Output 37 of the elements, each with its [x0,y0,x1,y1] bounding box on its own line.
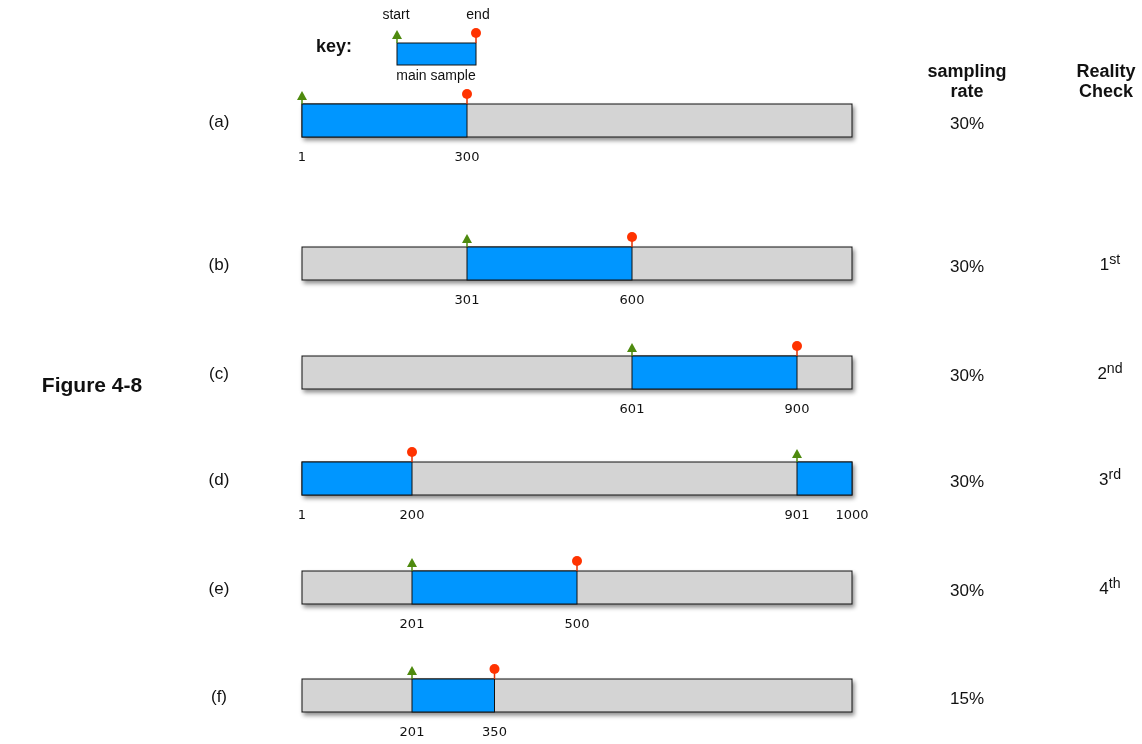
column-heading: sampling rate [927,62,1007,102]
position-number: 301 [454,291,480,307]
legend-label: main sample [396,67,476,83]
row-letter: (b) [208,255,230,275]
position-number: 201 [399,723,425,739]
sampling-rate: 30% [950,257,984,277]
row-letter: (d) [208,470,230,490]
position-number: 300 [454,148,480,164]
legend-label: end [466,6,490,22]
reality-check-number: 1$^{st}$ [1099,250,1121,276]
sampling-rate: 30% [950,114,984,134]
legend-label: start [382,6,410,22]
position-number: 500 [564,615,590,631]
sampling-rate: 30% [950,366,984,386]
key-heading: key: [316,37,352,57]
position-number: 601 [619,400,645,416]
sampling-rate: 15% [950,689,984,709]
position-number: 1 [297,506,307,522]
position-number: 201 [399,615,425,631]
row-letter: (e) [208,579,230,599]
reality-check-number: 3$^{rd}$ [1098,465,1122,491]
figure-title: Figure 4-8 [41,373,143,397]
position-number: 900 [784,400,810,416]
reality-check-number: 4$^{th}$ [1099,574,1121,600]
position-number: 901 [784,506,810,522]
sampling-rate: 30% [950,581,984,601]
position-number: 1 [297,148,307,164]
row-letter: (c) [209,364,229,384]
position-number: 350 [482,723,507,739]
column-heading: Reality Check [1075,62,1137,102]
reality-check-number: 2$^{nd}$ [1097,359,1123,385]
position-number: 600 [619,291,645,307]
sampling-rate: 30% [950,472,984,492]
row-letter: (f) [211,687,227,707]
position-number: 200 [399,506,425,522]
row-letter: (a) [208,112,230,132]
position-number: 1000 [835,506,869,522]
